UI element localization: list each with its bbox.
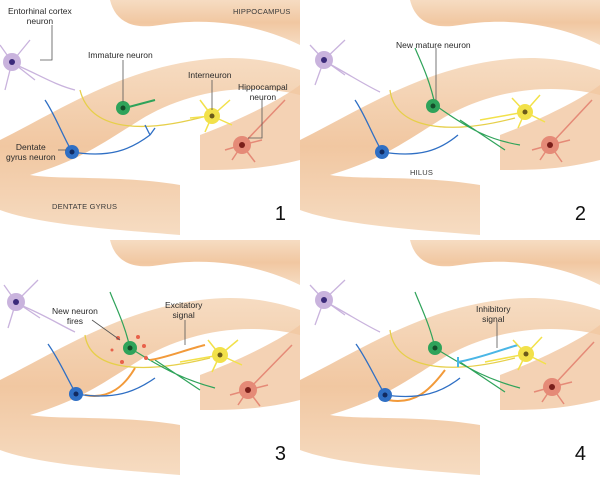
panel-number: 2 [574,203,586,225]
dentate-gyrus-band [0,58,300,235]
panel-number: 3 [274,443,286,465]
panel-4-illustration [300,240,600,475]
label-interneuron: Interneuron [188,70,232,80]
inhibitory-arrow [457,344,519,363]
label-excitatory-signal: Excitatory signal [165,300,203,320]
region-hilus: HILUS [410,168,434,177]
label-hippocampal-neuron: Hippocampal neuron [238,82,288,102]
panel-number: 4 [574,443,586,465]
panel-4: Inhibitory signal 4 [300,240,600,480]
region-hippocampus: HIPPOCAMPUS [233,7,291,16]
panel-2-illustration [300,0,600,235]
ca3-band [200,85,300,170]
panel-3-illustration [0,240,300,475]
orange-axon [387,369,446,402]
panel-1: Entorhinal cortex neuron Immature neuron… [0,0,300,240]
panel-3: New neuron fires Excitatory signal 3 [0,240,300,480]
label-new-neuron-fires: New neuron fires [52,306,98,326]
interneuron-axon [79,89,211,128]
excitatory-arrow-top [149,344,206,361]
panel-number: 1 [274,203,286,225]
firing-stars [110,335,148,364]
panel-1-illustration [0,0,300,235]
label-inhibitory-signal: Inhibitory signal [476,304,511,324]
entorhinal-neuron [0,39,76,91]
label-dentate-gyrus-neuron: Dentate gyrus neuron [6,142,56,162]
panel-2: New mature neuron HILUS 2 [300,0,600,240]
label-immature-neuron: Immature neuron [88,50,153,60]
region-dentate-gyrus: DENTATE GYRUS [52,202,118,211]
hippocampus-band [110,0,300,45]
label-entorhinal-cortex-neuron: Entorhinal cortex neuron [8,6,72,26]
label-new-mature-neuron: New mature neuron [396,40,471,50]
